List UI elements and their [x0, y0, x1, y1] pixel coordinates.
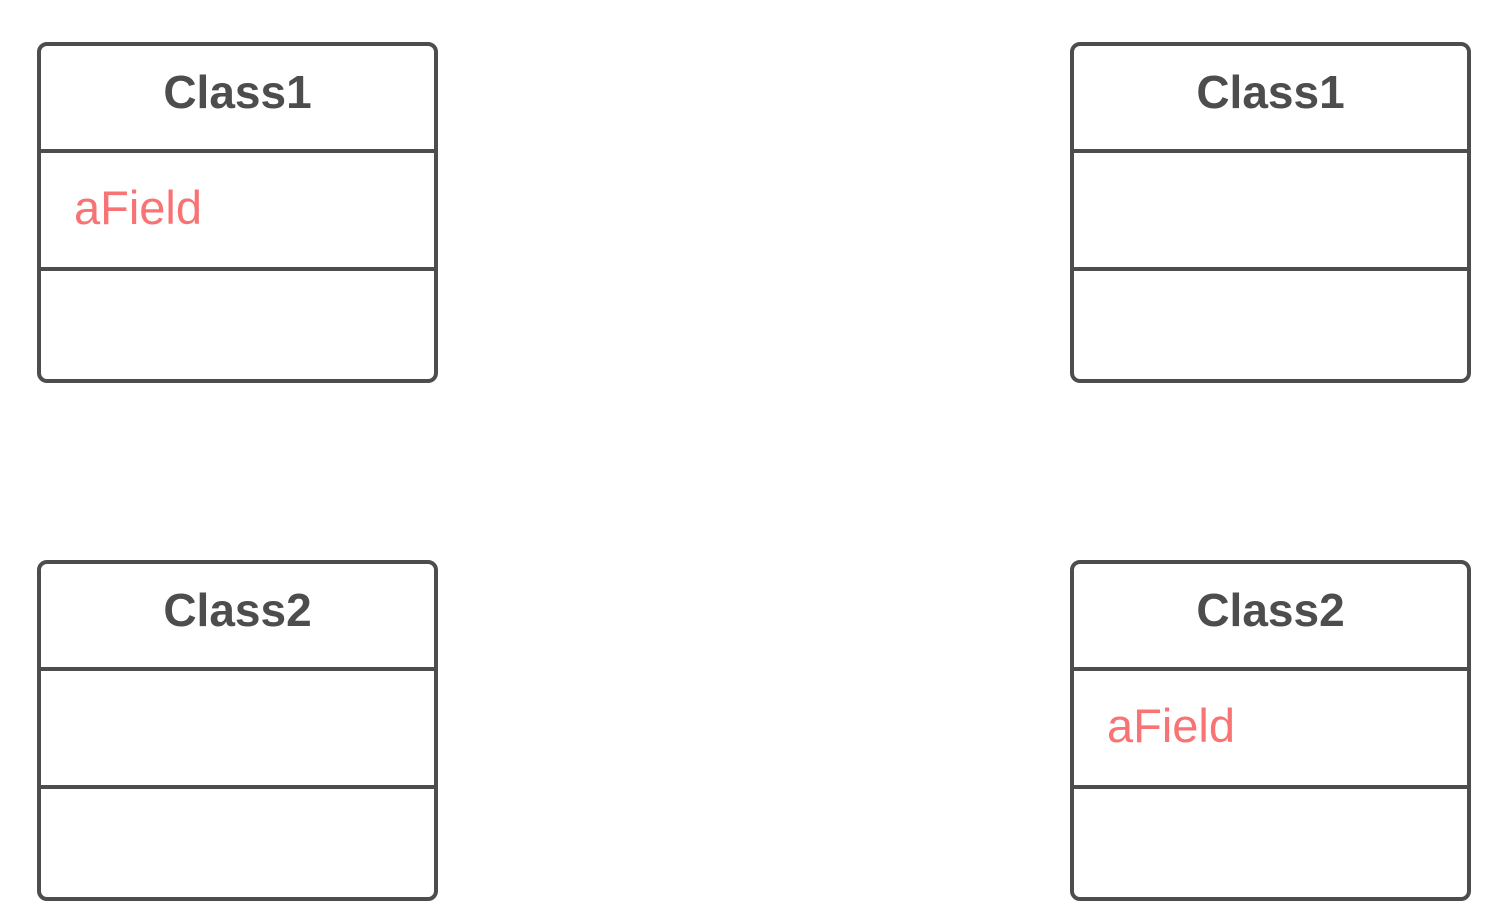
- class-methods-compartment: [1074, 271, 1467, 379]
- class-name: Class2: [163, 584, 312, 636]
- class-name-compartment: Class2: [41, 564, 434, 671]
- class-field: aField: [74, 181, 203, 234]
- class-name-compartment: Class1: [1074, 46, 1467, 153]
- class-methods-compartment: [41, 271, 434, 379]
- class-name: Class2: [1196, 584, 1345, 636]
- class-field: aField: [1107, 699, 1236, 752]
- class-methods-compartment: [1074, 789, 1467, 897]
- class-name: Class1: [1196, 66, 1345, 118]
- class-name-compartment: Class1: [41, 46, 434, 153]
- class-name-compartment: Class2: [1074, 564, 1467, 671]
- class-fields-compartment: [41, 671, 434, 789]
- class-name: Class1: [163, 66, 312, 118]
- uml-class-box[interactable]: Class1: [1070, 42, 1471, 383]
- uml-class-box[interactable]: Class1 aField: [37, 42, 438, 383]
- class-fields-compartment: [1074, 153, 1467, 271]
- class-methods-compartment: [41, 789, 434, 897]
- class-fields-compartment: aField: [1074, 671, 1467, 789]
- uml-class-box[interactable]: Class2 aField: [1070, 560, 1471, 901]
- class-fields-compartment: aField: [41, 153, 434, 271]
- uml-class-box[interactable]: Class2: [37, 560, 438, 901]
